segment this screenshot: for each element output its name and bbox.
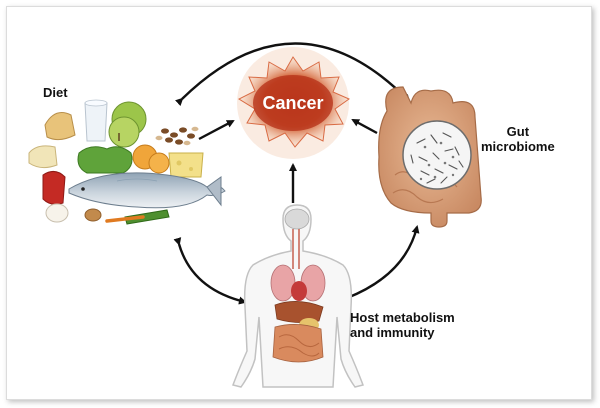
human-body-illustration [232,204,364,388]
gut-illustration [378,86,482,228]
diet-food-illustration [28,99,226,225]
diet-node-label: Diet [43,85,68,100]
arrow-gut-to-cancer [351,118,378,135]
arrows-to-cancer [198,118,378,203]
arrow-left-arc [173,237,247,305]
diagram-artwork [28,42,482,388]
diagram-frame: Cancer Diet Gut microbiome Host metaboli… [6,6,592,400]
host-node-label: Host metabolism and immunity [350,310,455,340]
arrow-top-arc [174,42,411,107]
gut-microbiome-node-label: Gut microbiome [481,124,555,154]
gut-label-line1: Gut [506,124,530,139]
cancer-node-label: Cancer [262,93,324,113]
host-label-line1: Host metabolism [350,310,455,325]
cycle-arrows [173,42,420,305]
arrow-right-arc [339,225,420,304]
gut-label-line2: microbiome [481,139,555,154]
host-label-line2: and immunity [350,325,435,340]
microbiome-magnifier [402,120,472,190]
arrow-diet-to-cancer [198,119,235,141]
